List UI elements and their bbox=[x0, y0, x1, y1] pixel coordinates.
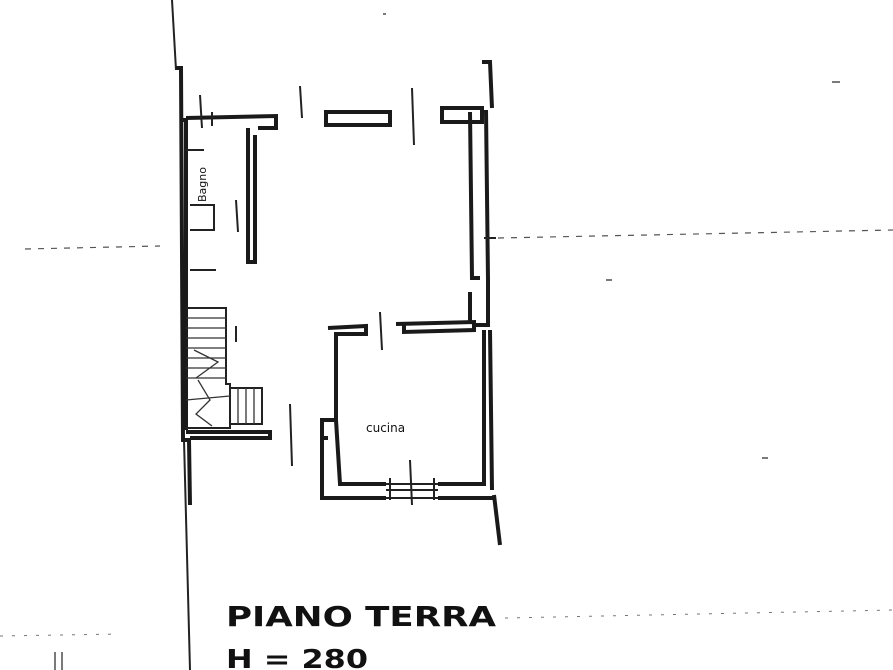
exterior-walls bbox=[176, 60, 502, 546]
opening-marks bbox=[199, 85, 496, 506]
plan-height-note: H = 280 bbox=[226, 645, 368, 670]
room-label-kitchen: cucina bbox=[366, 421, 405, 435]
room-label-bathroom: Bagno bbox=[196, 167, 209, 202]
plan-title: PIANO TERRA bbox=[226, 600, 496, 633]
staircase bbox=[185, 307, 263, 429]
interior-walls bbox=[186, 111, 494, 500]
